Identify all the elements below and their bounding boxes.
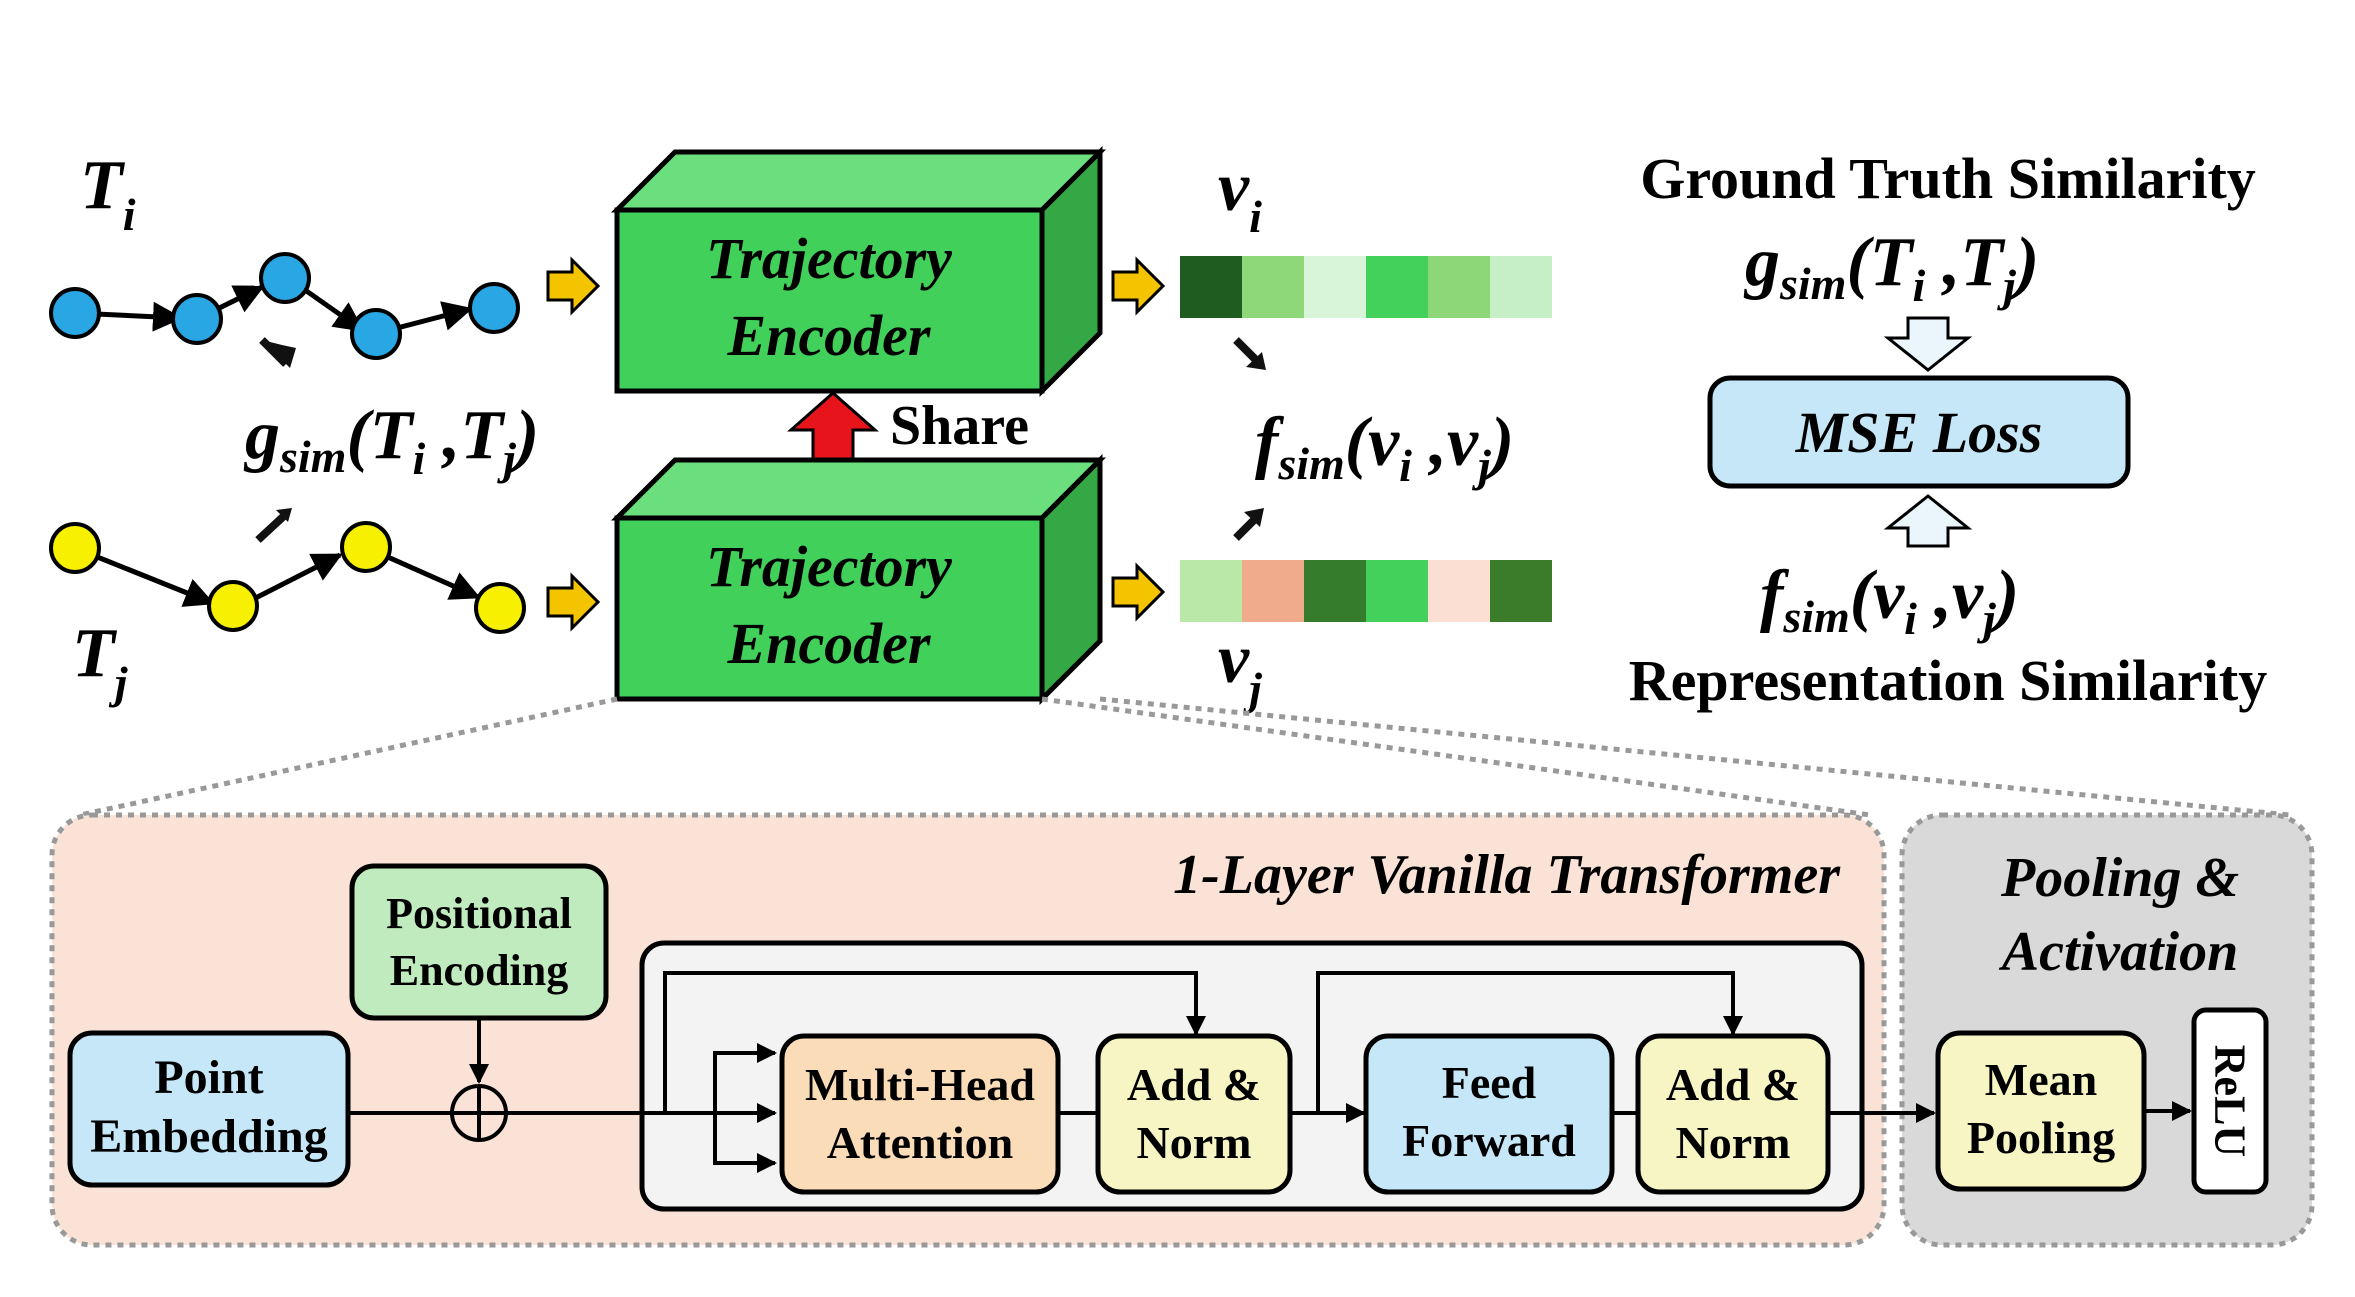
trajectory-j bbox=[49, 521, 526, 634]
traj-i-node bbox=[350, 308, 402, 360]
multi-head-line1: Multi-Head bbox=[805, 1059, 1035, 1110]
add-norm-1-line1: Add & bbox=[1127, 1059, 1261, 1110]
fsim-right-label: fsim(vi ,vj) bbox=[1760, 557, 2019, 644]
trajectory-i bbox=[49, 252, 520, 360]
pooling-title-1: Pooling & bbox=[2000, 847, 2239, 909]
vector-i-cell bbox=[1490, 256, 1552, 318]
pooling-title-2: Activation bbox=[1999, 921, 2238, 983]
arrow-up-icon bbox=[1233, 515, 1259, 541]
arrow-down-icon-head bbox=[1246, 352, 1266, 370]
hollow-arrow-down-icon bbox=[1883, 316, 1973, 372]
traj-j-label: Tj bbox=[72, 615, 128, 708]
transformer-title: 1-Layer Vanilla Transformer bbox=[1173, 844, 1841, 906]
vector-i-cell bbox=[1366, 256, 1428, 318]
point-embedding-line1: Point bbox=[154, 1051, 263, 1104]
positional-encoding-line2: Encoding bbox=[390, 946, 569, 995]
mean-pooling-line2: Pooling bbox=[1967, 1112, 2115, 1163]
relu-label: ReLU bbox=[2206, 1045, 2255, 1157]
zoom-guide-line bbox=[1099, 696, 2291, 818]
fsim-mid-label: fsim(vi ,vj) bbox=[1255, 404, 1514, 491]
encoder-top-line1: Trajectory bbox=[706, 226, 952, 291]
feed-forward-line1: Feed bbox=[1442, 1057, 1537, 1108]
vector-j-cell bbox=[1242, 560, 1304, 622]
input-arrow-icon bbox=[546, 256, 601, 316]
vector-i-cell bbox=[1180, 256, 1242, 318]
zoom-guide-line bbox=[79, 696, 618, 818]
traj-i-node bbox=[49, 287, 101, 339]
vector-i-cell bbox=[1242, 256, 1304, 318]
input-arrow-icon bbox=[546, 572, 601, 632]
mse-loss-box bbox=[1707, 375, 2131, 489]
vj-label: vj bbox=[1218, 621, 1262, 714]
vector-j bbox=[1180, 560, 1552, 622]
vector-j-cell bbox=[1428, 560, 1490, 622]
vi-label: vi bbox=[1218, 149, 1262, 242]
trajectory-encoder-top: Trajectory Encoder bbox=[610, 145, 1107, 398]
output-arrow-icon bbox=[1111, 562, 1166, 622]
vector-j-cell bbox=[1490, 560, 1552, 622]
point-embedding-box bbox=[67, 1030, 351, 1188]
mse-loss-label: MSE Loss bbox=[1795, 400, 2043, 465]
encoder-bottom-line2: Encoder bbox=[727, 611, 931, 676]
relu-box bbox=[2191, 1007, 2269, 1195]
vector-j-cell bbox=[1366, 560, 1428, 622]
traj-i-node bbox=[171, 293, 223, 345]
vector-i-cell bbox=[1428, 256, 1490, 318]
feed-forward-line2: Forward bbox=[1402, 1115, 1576, 1166]
vector-j-cell bbox=[1304, 560, 1366, 622]
hollow-arrow-up-icon bbox=[1883, 494, 1973, 548]
arrow-down-icon-stem bbox=[259, 337, 289, 367]
zoom-guide-line bbox=[1041, 696, 1871, 818]
add-norm-2-line1: Add & bbox=[1666, 1059, 1800, 1110]
output-arrow-icon bbox=[1111, 256, 1166, 316]
share-label: Share bbox=[890, 395, 1029, 457]
arrow-down-icon bbox=[1233, 337, 1261, 365]
traj-j-node bbox=[340, 521, 392, 573]
traj-i-node bbox=[259, 252, 311, 304]
multi-head-line2: Attention bbox=[827, 1117, 1014, 1168]
trajectory-encoder-bottom: Trajectory Encoder bbox=[610, 453, 1107, 706]
traj-i-label: Ti bbox=[80, 147, 136, 240]
traj-j-node bbox=[207, 580, 259, 632]
add-norm-1-line2: Norm bbox=[1137, 1117, 1252, 1168]
arrow-up-icon-stem bbox=[255, 512, 288, 543]
point-embedding-line2: Embedding bbox=[90, 1110, 327, 1163]
traj-j-node bbox=[474, 582, 526, 634]
traj-i-node bbox=[468, 282, 520, 334]
mean-pooling-line1: Mean bbox=[1985, 1054, 2097, 1105]
vector-j-cell bbox=[1180, 560, 1242, 622]
encoder-bottom-line1: Trajectory bbox=[706, 534, 952, 599]
gsim-right-label: gsim(Ti ,Tj) bbox=[1743, 224, 2039, 311]
representation-title: Representation Similarity bbox=[1629, 648, 2267, 713]
encoder-top-line2: Encoder bbox=[727, 303, 931, 368]
vector-i-cell bbox=[1304, 256, 1366, 318]
add-norm-2-line2: Norm bbox=[1676, 1117, 1791, 1168]
gsim-left-label: gsim(Ti ,Tj) bbox=[243, 397, 539, 484]
positional-encoding-line1: Positional bbox=[386, 889, 572, 938]
vector-i bbox=[1180, 256, 1552, 318]
traj-j-node bbox=[49, 522, 101, 574]
ground-truth-title: Ground Truth Similarity bbox=[1640, 146, 2256, 211]
arrow-up-icon-head bbox=[1244, 508, 1264, 527]
